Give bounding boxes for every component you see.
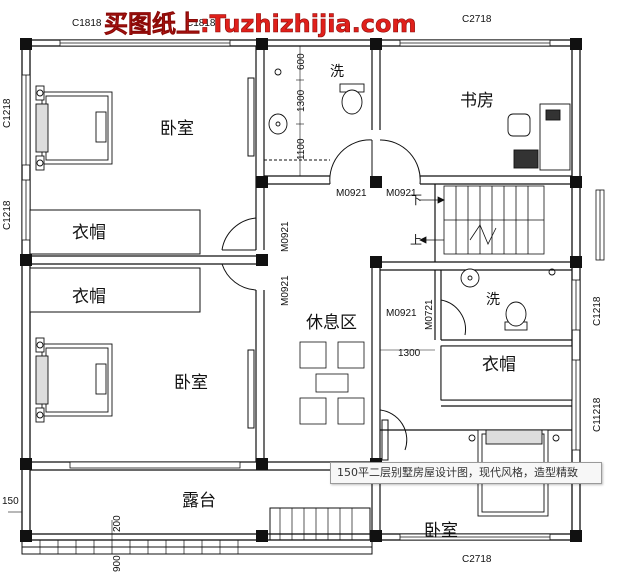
doors	[221, 77, 466, 461]
room-label-closet-mid: 衣帽	[72, 287, 106, 307]
columns	[20, 38, 582, 542]
dimension-value: 1300	[398, 348, 421, 359]
door-code: M0921	[386, 188, 417, 199]
dimension-value: 1100	[296, 138, 307, 160]
dimension-value: 1300	[296, 89, 307, 112]
dimension-value: 150	[2, 496, 19, 507]
dimension-value: 900	[112, 555, 123, 572]
railing-balusters	[39, 508, 353, 554]
room-label-lounge: 休息区	[306, 313, 357, 333]
room-label-bedroom-bottom: 卧室	[174, 373, 208, 393]
toilet-icon	[339, 83, 365, 115]
terrace-railing	[21, 507, 373, 555]
door-code: M0921	[336, 188, 367, 199]
room-label-bath-top: 洗	[330, 64, 344, 80]
dimension-lines	[8, 46, 435, 540]
room-label-study: 书房	[460, 91, 494, 111]
door-code: M0921	[280, 221, 291, 252]
door-code: M0721	[424, 299, 435, 330]
closet	[29, 209, 573, 401]
sofa-icon	[299, 341, 365, 425]
dimension-value: 600	[296, 53, 307, 70]
sink-icon	[460, 268, 480, 288]
stair-up-label: 上	[410, 233, 422, 247]
window-code: C2718	[462, 554, 492, 565]
room-label-terrace: 露台	[182, 491, 216, 511]
door-code: M0921	[280, 275, 291, 306]
image-caption-tooltip: 150平二层别墅房屋设计图，现代风格，造型精致	[330, 462, 602, 484]
toilet-icon	[504, 301, 528, 331]
shower-icon	[264, 68, 556, 276]
sink-icon	[268, 113, 288, 135]
window-code: C1218	[2, 98, 13, 128]
bed-icon	[35, 337, 113, 423]
desk-icon	[507, 103, 571, 171]
room-label-bedroom-right: 卧室	[424, 521, 458, 541]
window-code: C2718	[462, 14, 492, 25]
window-code: C1818	[72, 18, 102, 29]
window-code: C1218	[592, 296, 603, 326]
window-code: C1218	[2, 200, 13, 230]
watermark-text: 买图纸上:Tuzhizhijia.com	[104, 10, 416, 38]
bed-icon	[35, 85, 113, 171]
window-code: C1818	[186, 18, 216, 29]
windows	[21, 39, 605, 541]
dimension-value: 200	[112, 515, 123, 532]
room-label-bath-right: 洗	[486, 292, 500, 308]
staircase	[419, 185, 545, 255]
stair-down-label: 下	[410, 193, 422, 207]
room-label-bedroom-top: 卧室	[160, 119, 194, 139]
door-code: M0921	[386, 308, 417, 319]
window-code: C11218	[592, 397, 603, 432]
room-label-closet-right: 衣帽	[482, 355, 516, 375]
room-label-closet-top: 衣帽	[72, 223, 106, 243]
